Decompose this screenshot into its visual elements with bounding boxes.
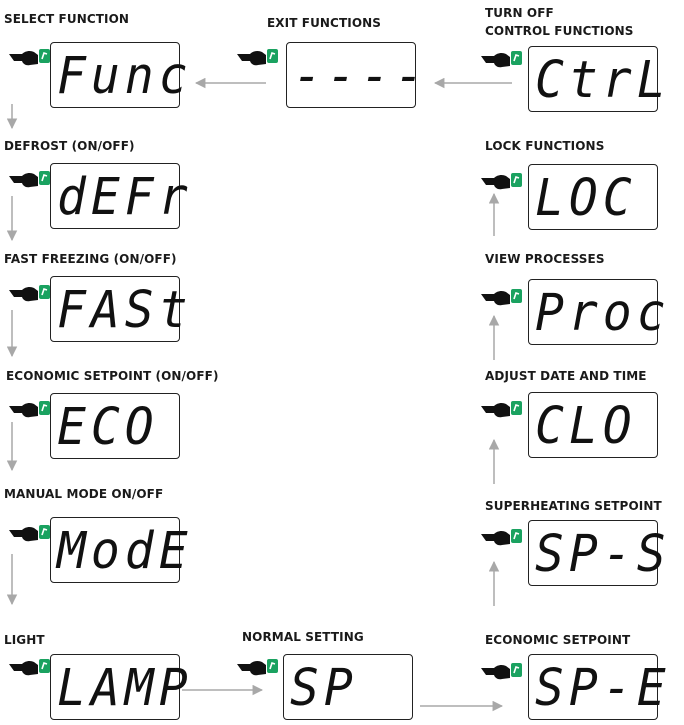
lcd-spe: SP-E — [528, 654, 666, 720]
lcd-sp: SP — [283, 654, 413, 720]
pointing-hand-icon — [8, 282, 52, 309]
label-fast-freezing: FAST FREEZING (ON/OFF) — [4, 252, 177, 266]
label-exit-functions: EXIT FUNCTIONS — [267, 16, 382, 30]
pointing-hand-icon — [8, 656, 52, 683]
pointing-hand-icon — [480, 170, 524, 197]
pointing-hand-icon — [480, 526, 524, 553]
label-select-function: SELECT FUNCTION — [4, 12, 130, 26]
pointing-hand-icon — [480, 286, 524, 313]
label-superheating-setpoint: SUPERHEATING SETPOINT — [485, 499, 662, 513]
pointing-hand-icon — [480, 398, 524, 425]
label-economic-setpoint-onoff: ECONOMIC SETPOINT (ON/OFF) — [6, 369, 219, 383]
lcd-func: Func — [50, 42, 188, 108]
label-normal-setting: NORMAL SETTING — [242, 630, 364, 644]
lcd-defr: dEFr — [50, 163, 188, 229]
lcd-eco: ECO — [50, 393, 180, 459]
pointing-hand-icon — [236, 656, 280, 683]
pointing-hand-icon — [8, 168, 52, 195]
label-control-functions: CONTROL FUNCTIONS — [485, 24, 634, 38]
lcd-clo: CLO — [528, 392, 658, 458]
lcd-sps: SP-S — [528, 520, 666, 586]
pointing-hand-icon — [8, 522, 52, 549]
label-turn-off: TURN OFF — [485, 6, 554, 20]
pointing-hand-icon — [8, 46, 52, 73]
lcd-proc: Proc — [528, 279, 666, 345]
label-light: LIGHT — [4, 633, 45, 647]
pointing-hand-icon — [8, 398, 52, 425]
lcd-loc: LOC — [528, 164, 658, 230]
pointing-hand-icon — [236, 46, 280, 73]
pointing-hand-icon — [480, 660, 524, 687]
lcd-exit: ---- — [286, 42, 424, 108]
lcd-lamp: LAMP — [50, 654, 188, 720]
label-lock-functions: LOCK FUNCTIONS — [485, 139, 605, 153]
pointing-hand-icon — [480, 48, 524, 75]
lcd-fast: FASt — [50, 276, 188, 342]
label-economic-setpoint: ECONOMIC SETPOINT — [485, 633, 631, 647]
lcd-mode: ModE — [50, 517, 188, 583]
lcd-ctrl: CtrL — [528, 46, 666, 112]
label-adjust-date-time: ADJUST DATE AND TIME — [485, 369, 647, 383]
label-view-processes: VIEW PROCESSES — [485, 252, 605, 266]
label-defrost: DEFROST (ON/OFF) — [4, 139, 135, 153]
label-manual-mode: MANUAL MODE ON/OFF — [4, 487, 164, 501]
